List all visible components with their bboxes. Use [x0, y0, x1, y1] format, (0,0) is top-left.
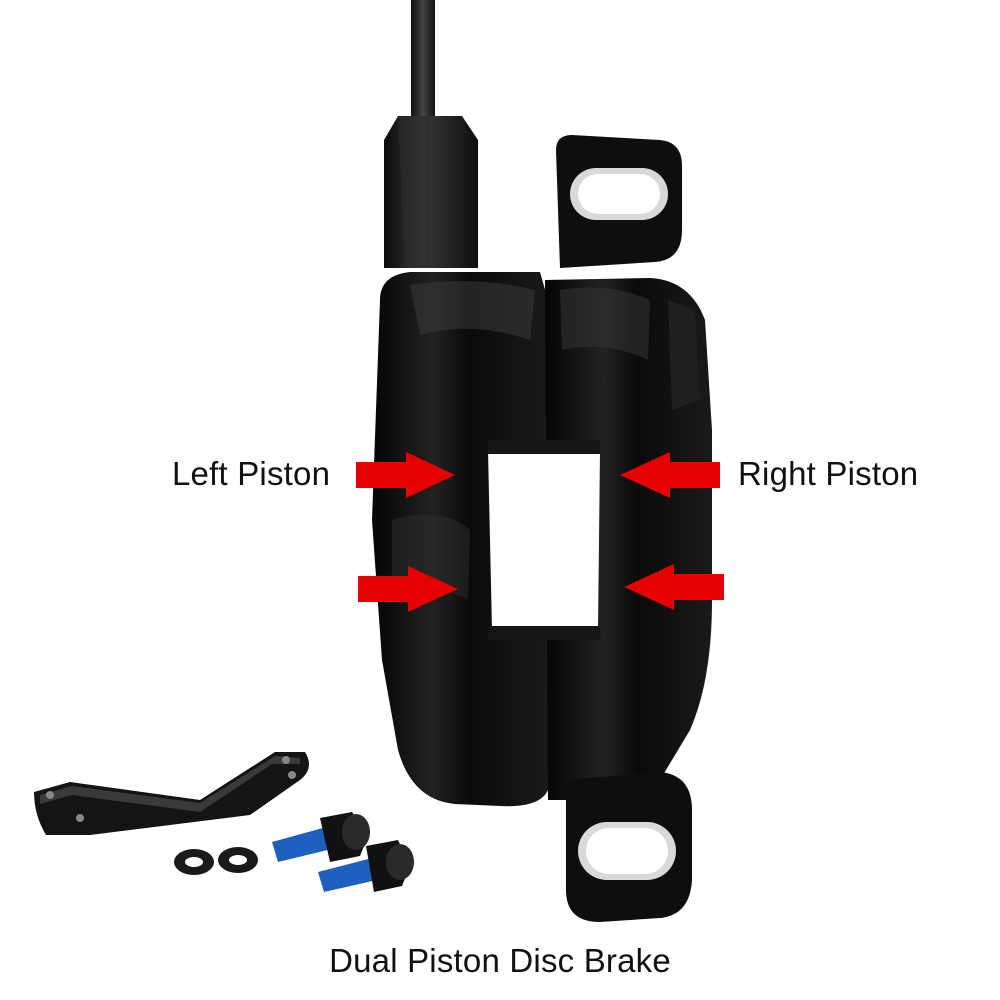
- bottom-mount-tab: [566, 772, 692, 922]
- pad-slot: [488, 440, 600, 640]
- brake-hose: [411, 0, 435, 130]
- hose-fitting: [384, 116, 478, 268]
- washer: [218, 847, 258, 873]
- arrow-left-pointer: [620, 452, 720, 498]
- bolt: [318, 840, 414, 892]
- washer: [174, 849, 214, 875]
- left-piston-label: Left Piston: [172, 455, 331, 492]
- right-piston-label: Right Piston: [738, 455, 919, 492]
- image-caption: Dual Piston Disc Brake: [329, 942, 671, 979]
- caliper-right-half: [545, 278, 712, 800]
- arrow-left-pointer: [624, 564, 724, 610]
- top-mount-tab: [556, 135, 682, 268]
- arrow-right-pointer: [356, 452, 455, 498]
- mount-adapter-bracket: [34, 752, 309, 835]
- bolt: [272, 812, 370, 862]
- arrow-right-pointer: [358, 566, 458, 612]
